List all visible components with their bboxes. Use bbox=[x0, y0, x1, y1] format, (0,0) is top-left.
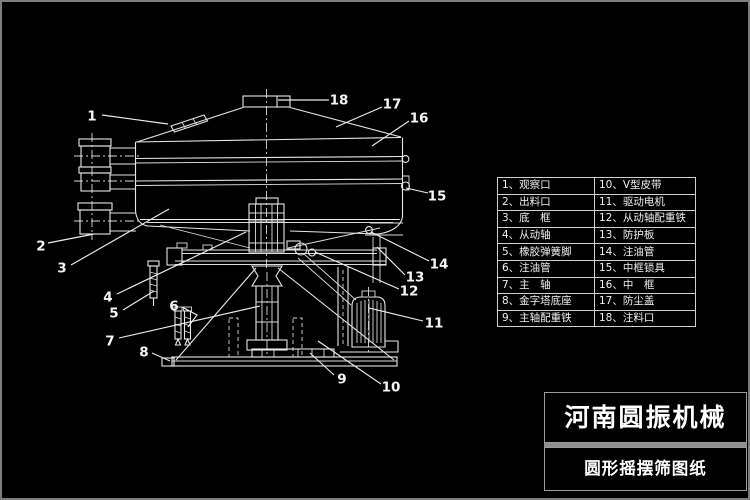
middle-frame-outline bbox=[134, 136, 404, 223]
callout-leader-14 bbox=[370, 231, 430, 262]
callout-number-14: 14 bbox=[430, 257, 449, 273]
parts-table-cell: 15、中框锁具 bbox=[594, 259, 696, 278]
callout-number-9: 9 bbox=[337, 372, 346, 388]
observation-port-outline bbox=[170, 114, 209, 133]
parts-table-cell: 16、中 框 bbox=[594, 276, 696, 295]
parts-table-cell: 4、从动轴 bbox=[497, 226, 595, 245]
callout-number-18: 18 bbox=[330, 93, 349, 109]
title-block: 河南圆振机械 圆形摇摆筛图纸 bbox=[544, 392, 747, 491]
parts-table-cell: 6、注油管 bbox=[497, 259, 595, 278]
callout-leader-10 bbox=[317, 340, 382, 385]
callout-leader-12 bbox=[314, 251, 400, 290]
callout-leader-11 bbox=[368, 307, 424, 322]
drawing-title: 圆形摇摆筛图纸 bbox=[544, 447, 747, 491]
parts-table-cell: 5、橡胶弹簧脚 bbox=[497, 243, 595, 261]
parts-table-cell: 10、V型皮带 bbox=[594, 177, 696, 195]
callout-leader-7 bbox=[118, 305, 261, 339]
bottom-frame-outline bbox=[134, 209, 404, 283]
callout-leader-2 bbox=[47, 233, 95, 244]
parts-table-cell: 18、注料口 bbox=[594, 309, 696, 328]
drive-motor-outline bbox=[340, 290, 399, 353]
protective-plate-outline bbox=[337, 267, 349, 346]
parts-table-cell: 3、底 框 bbox=[497, 210, 595, 228]
parts-table-cell: 11、驱动电机 bbox=[594, 193, 696, 212]
callout-number-4: 4 bbox=[103, 290, 112, 306]
parts-table-cell: 8、金字塔底座 bbox=[497, 293, 595, 311]
discharge-spouts-outline bbox=[77, 138, 136, 235]
callout-number-17: 17 bbox=[383, 97, 402, 113]
parts-table-cell: 12、从动轴配重铁 bbox=[594, 210, 696, 228]
callout-number-12: 12 bbox=[400, 284, 419, 300]
callout-number-13: 13 bbox=[406, 270, 425, 286]
callout-leader-1 bbox=[101, 114, 169, 125]
parts-table-cell: 17、防尘盖 bbox=[594, 293, 696, 311]
bearing-housing-outline bbox=[248, 197, 285, 253]
title-divider bbox=[544, 443, 747, 447]
dust-cover-outline bbox=[136, 95, 402, 143]
v-belt-outline bbox=[297, 253, 357, 306]
machine-line-art bbox=[74, 89, 411, 367]
callout-number-15: 15 bbox=[428, 189, 447, 205]
callout-number-2: 2 bbox=[36, 239, 45, 255]
parts-table-cell: 1、观察口 bbox=[497, 177, 595, 195]
parts-table-cell: 2、出料口 bbox=[497, 193, 595, 212]
callout-leader-3 bbox=[70, 208, 170, 266]
callout-leader-15 bbox=[405, 187, 429, 194]
callout-number-10: 10 bbox=[382, 380, 401, 396]
callout-number-1: 1 bbox=[87, 109, 96, 125]
parts-table-cell: 9、主轴配重铁 bbox=[497, 309, 595, 328]
callout-number-16: 16 bbox=[410, 111, 429, 127]
main-shaft-outline bbox=[246, 265, 288, 351]
callout-number-5: 5 bbox=[109, 306, 118, 322]
callout-number-6: 6 bbox=[169, 299, 178, 315]
callout-leader-8 bbox=[151, 352, 171, 362]
callout-number-3: 3 bbox=[57, 261, 66, 277]
company-name: 河南圆振机械 bbox=[544, 392, 747, 443]
callout-number-7: 7 bbox=[105, 334, 114, 350]
callout-leader-17 bbox=[335, 106, 383, 128]
callout-leader-4 bbox=[116, 231, 247, 295]
callout-number-8: 8 bbox=[139, 345, 148, 361]
callout-leader-5 bbox=[122, 290, 155, 311]
callout-leader-6 bbox=[181, 306, 198, 328]
callout-leader-16 bbox=[371, 120, 410, 147]
parts-table-cell: 13、防护板 bbox=[594, 226, 696, 245]
callout-leader-9 bbox=[309, 352, 335, 376]
frame-lock-outline bbox=[400, 155, 411, 191]
frame-plate-outline bbox=[166, 242, 387, 266]
callout-leader-13 bbox=[376, 246, 406, 276]
rubber-spring-foot-outline bbox=[147, 260, 160, 306]
parts-table-cell: 14、注油管 bbox=[594, 243, 696, 261]
callout-number-11: 11 bbox=[425, 316, 444, 332]
parts-table-cell: 7、主 轴 bbox=[497, 276, 595, 295]
